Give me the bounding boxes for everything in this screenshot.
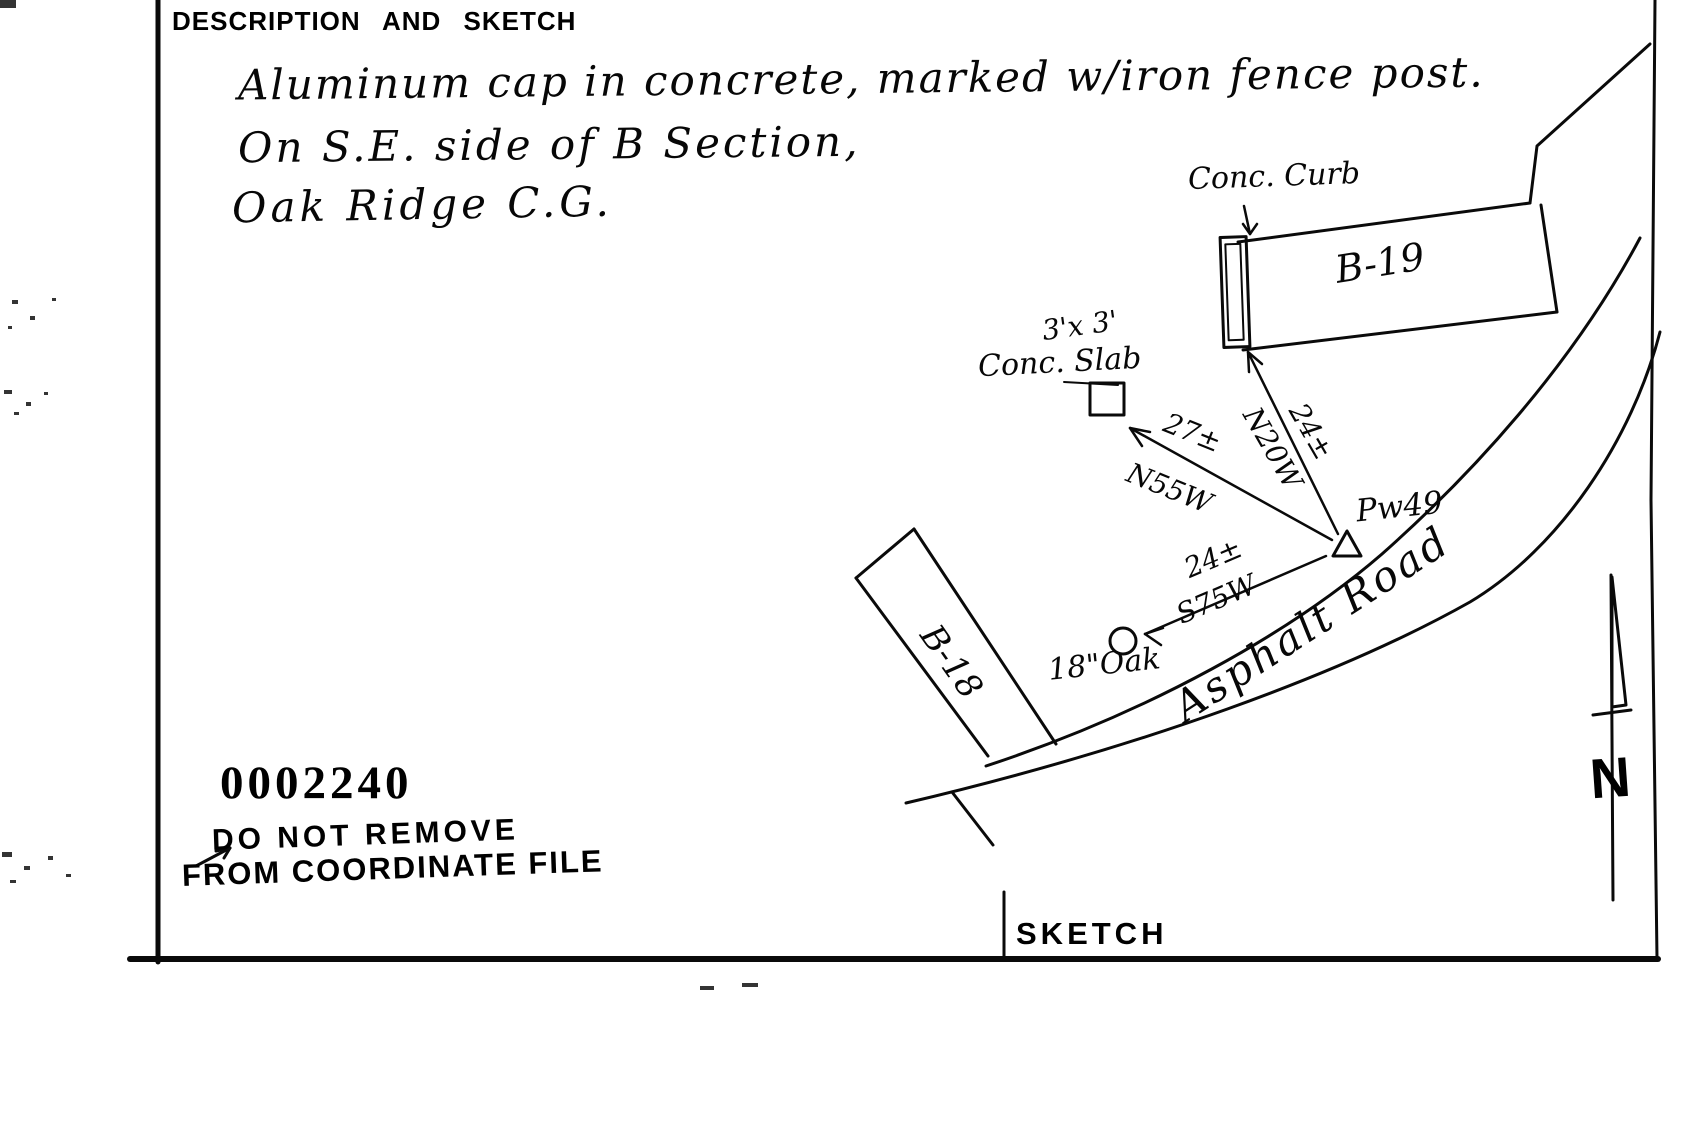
slab-size-label: 3'x 3': [1040, 303, 1120, 348]
north-letter: N: [1587, 744, 1633, 811]
description-line-2: On S.E. side of B Section,: [237, 116, 861, 173]
oak-tree-symbol: [1108, 626, 1138, 656]
tie-arrow-oak: [1143, 554, 1328, 647]
oak-label: 18"Oak: [1046, 641, 1163, 688]
asphalt-road-edges: [904, 236, 1662, 805]
tie-arrow-curb: [1246, 350, 1340, 536]
tie-slab-bearing: N55W: [1122, 456, 1217, 521]
pen-arrow-icon: [194, 846, 232, 868]
section-b18-label: B-18: [911, 617, 991, 707]
form-header: DESCRIPTION AND SKETCH: [172, 6, 577, 36]
section-b18-outline: [854, 527, 1058, 847]
tie-arrow-slab: [1128, 426, 1334, 542]
slab-underline: [1063, 381, 1119, 386]
file-number-stamp: 0002240: [220, 757, 413, 809]
north-arrow-icon: [1591, 573, 1633, 902]
description-line-3: Oak Ridge C.G.: [231, 176, 614, 233]
conc-curb-label: Conc. Curb: [1187, 156, 1361, 197]
tie-slab-distance: 27±: [1159, 406, 1227, 459]
description-line-1: Aluminum cap in concrete, marked w/iron …: [237, 47, 1485, 110]
station-triangle: [1331, 529, 1363, 558]
sketch-footer-label: SKETCH: [1016, 916, 1168, 951]
scan-noise: [0, 0, 758, 990]
section-b19-outline: [1236, 42, 1652, 352]
curb-pointer-arrow: [1241, 204, 1259, 236]
conc-curb-symbol: [1218, 235, 1252, 349]
conc-slab-symbol: [1063, 381, 1126, 417]
slab-name-label: Conc. Slab: [977, 340, 1143, 385]
section-b19-label: B-19: [1332, 234, 1428, 292]
form-border: [127, 0, 1661, 965]
tie-oak-bearing: S75W: [1171, 567, 1262, 631]
